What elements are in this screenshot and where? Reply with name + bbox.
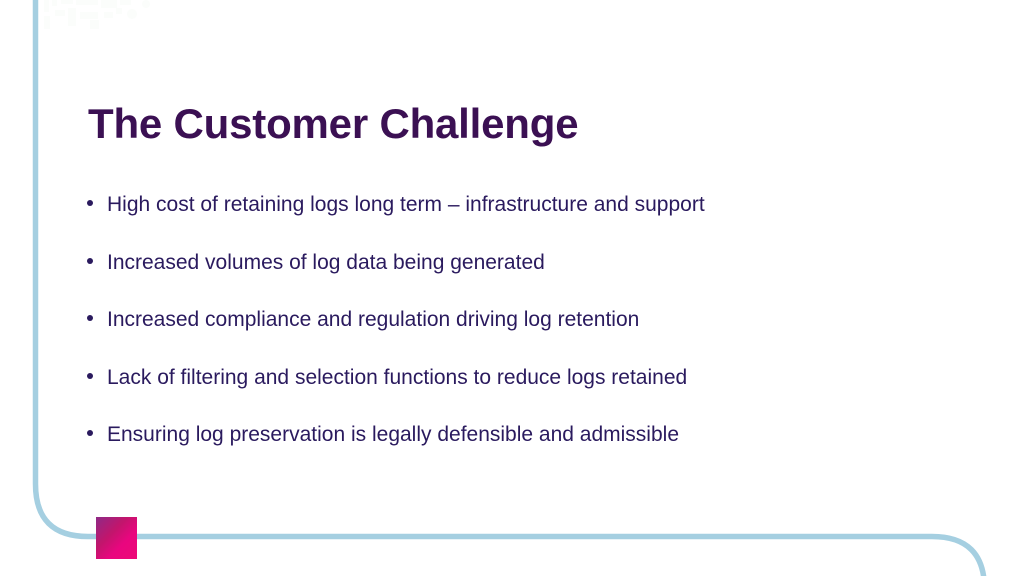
- list-item: Increased volumes of log data being gene…: [86, 248, 926, 306]
- bullet-point-icon: [87, 315, 93, 321]
- list-item-label: Lack of filtering and selection function…: [107, 365, 688, 389]
- list-item-label: Ensuring log preservation is legally def…: [107, 423, 679, 446]
- bullet-point-icon: [87, 372, 93, 379]
- list-item-label: Increased compliance and regulation driv…: [107, 308, 640, 331]
- list-item-label: High cost of retaining logs long term – …: [107, 193, 705, 216]
- accent-square: [96, 517, 137, 559]
- bullet-point-icon: [87, 430, 93, 436]
- watermark-logo-icon: [44, 0, 150, 29]
- list-item: Ensuring log preservation is legally def…: [86, 420, 926, 478]
- list-item: High cost of retaining logs long term – …: [86, 190, 926, 248]
- bullet-point-icon: [87, 200, 93, 206]
- bullet-list: High cost of retaining logs long term – …: [86, 190, 926, 478]
- list-item: Increased compliance and regulation driv…: [86, 305, 926, 363]
- list-item: Lack of filtering and selection function…: [86, 363, 926, 421]
- list-item-label: Increased volumes of log data being gene…: [107, 250, 545, 274]
- bullet-point-icon: [87, 257, 93, 264]
- page-title: The Customer Challenge: [88, 100, 579, 147]
